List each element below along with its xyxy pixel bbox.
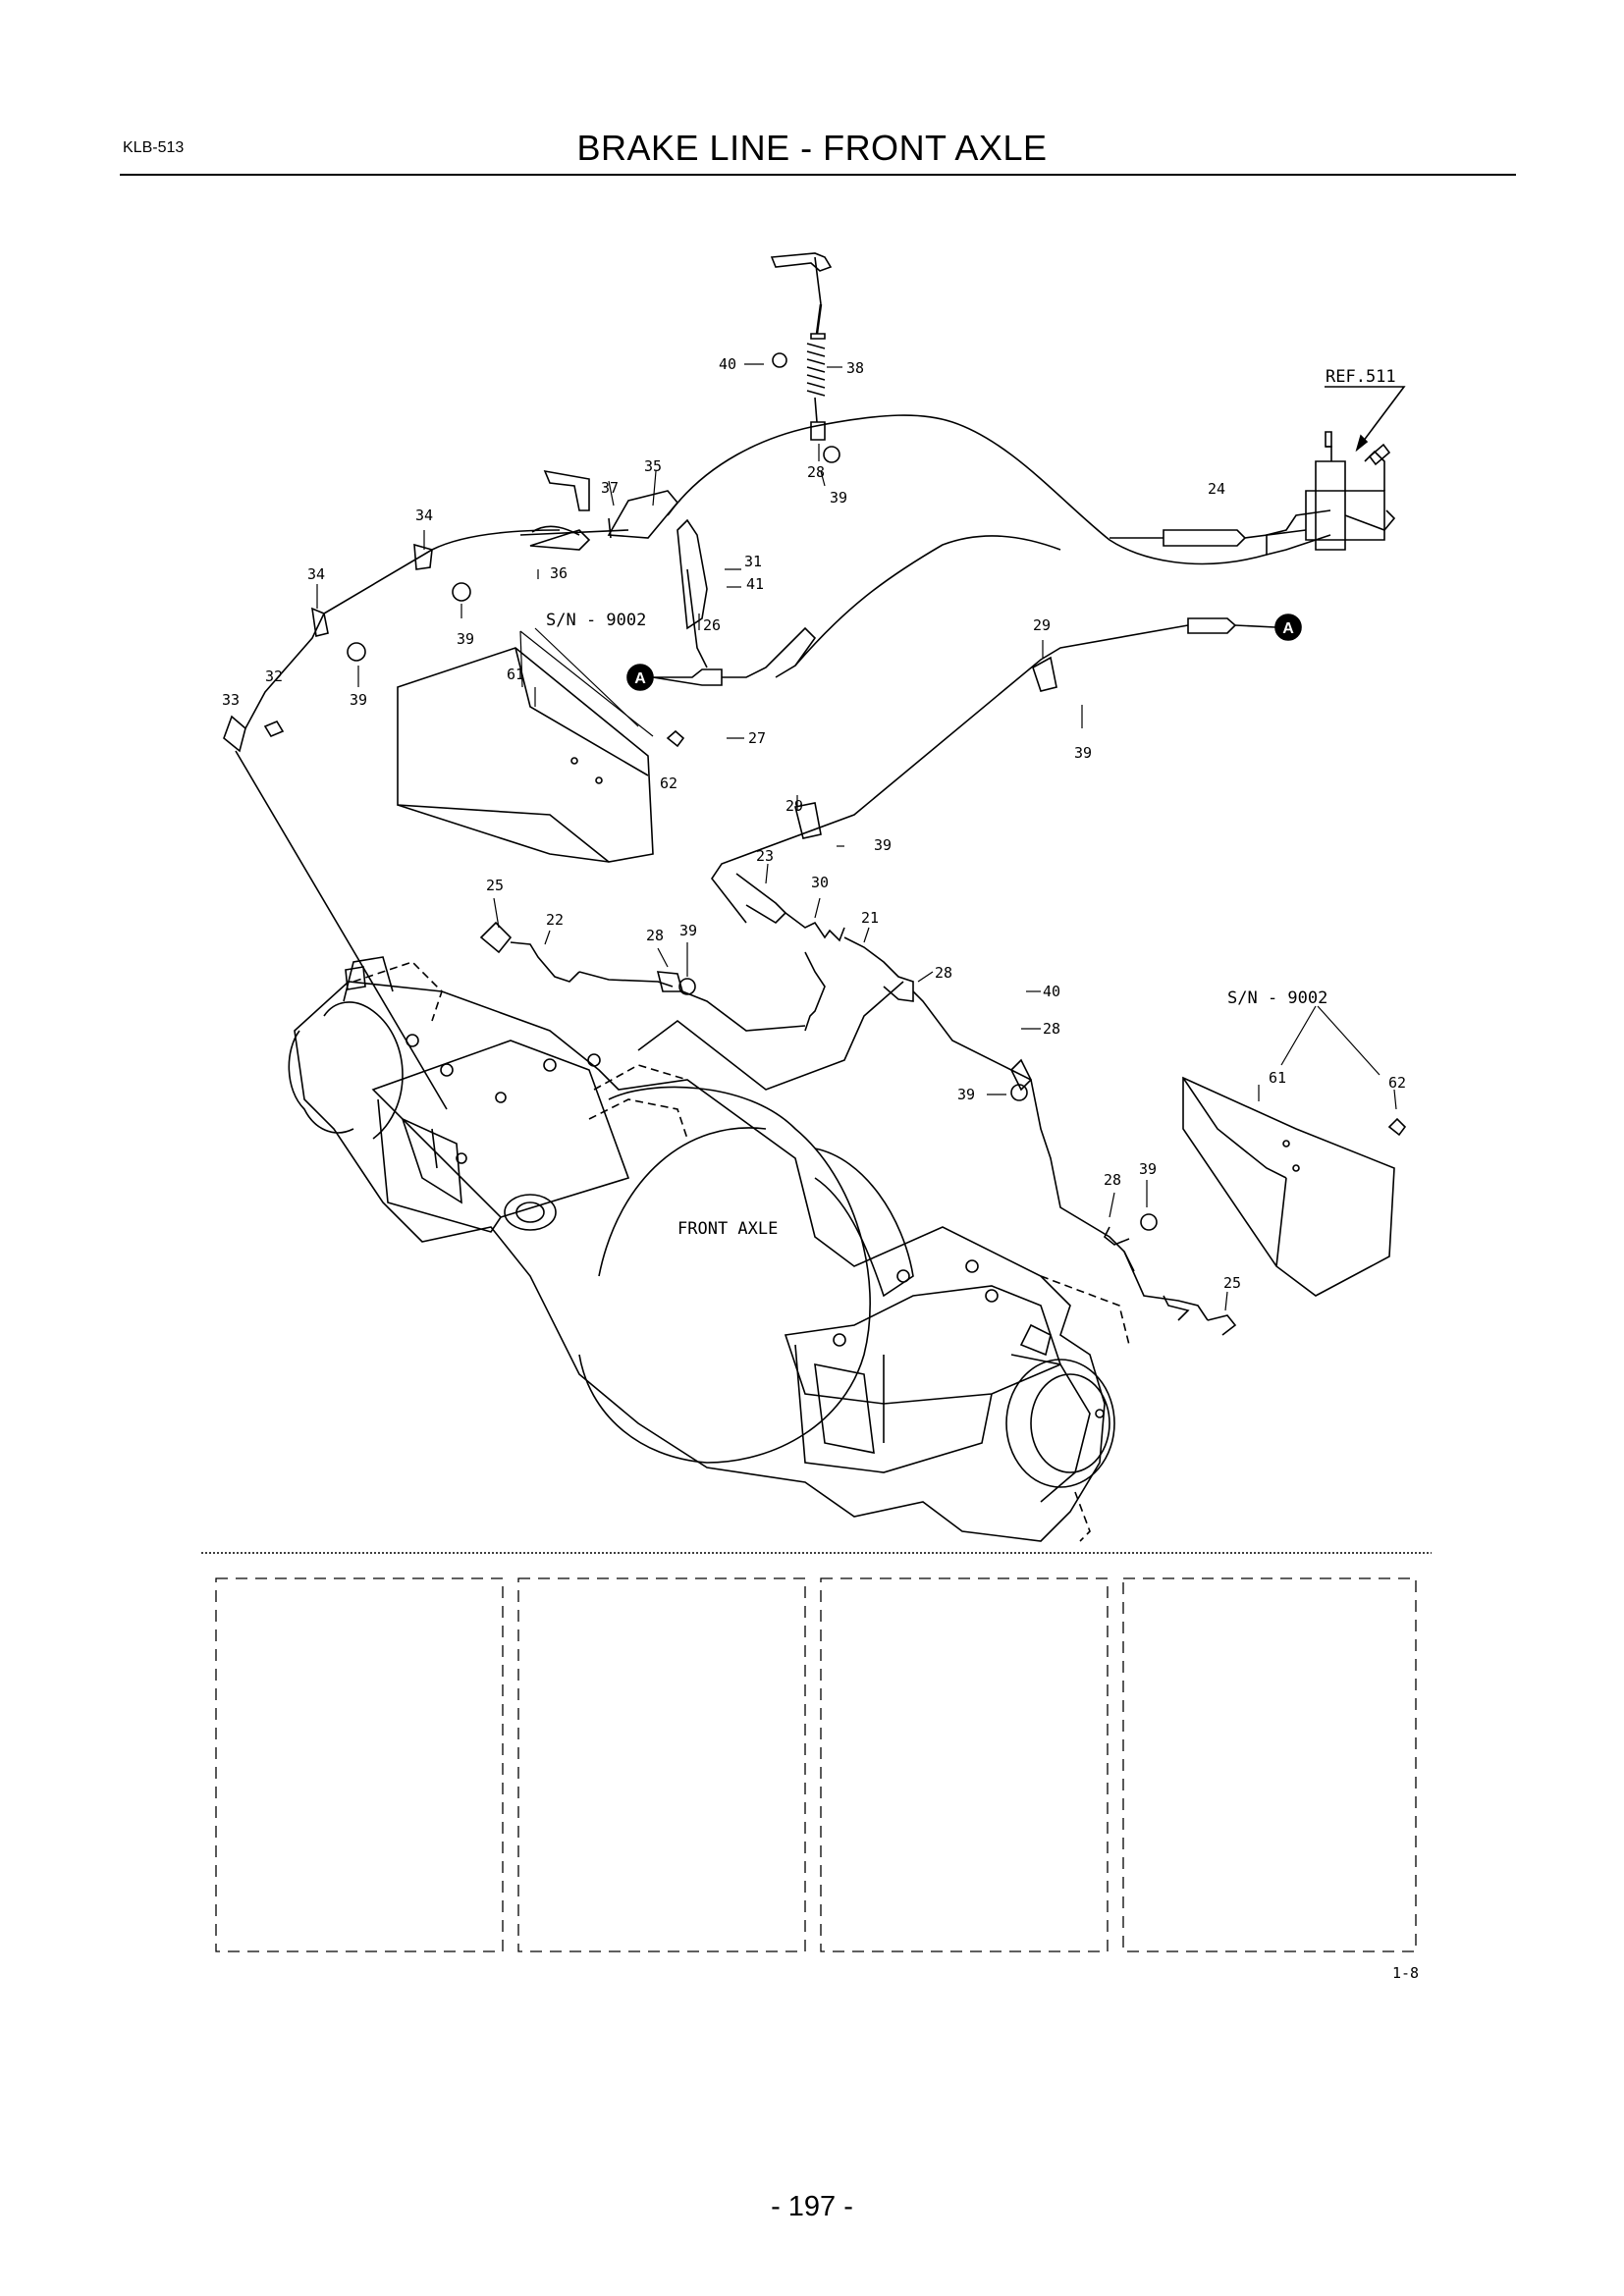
- callout-26: 26: [703, 616, 721, 634]
- callout-37: 37: [601, 479, 619, 497]
- callout-28: 28: [807, 463, 825, 481]
- leader-lines: [316, 363, 1397, 1311]
- callout-40: 40: [719, 355, 736, 373]
- callout-33: 33: [222, 691, 240, 709]
- callout-39-left-lower: 39: [350, 691, 367, 709]
- callout-38: 38: [846, 359, 864, 377]
- callout-25-left: 25: [486, 877, 504, 894]
- callout-30: 30: [811, 874, 829, 891]
- callout-22: 22: [546, 911, 564, 929]
- callout-31: 31: [744, 553, 762, 570]
- right-axle-hoses: [1103, 1213, 1237, 1336]
- callout-39-lower: 39: [957, 1086, 975, 1103]
- callout-39-left-upper: 39: [457, 630, 474, 648]
- callout-36: 36: [550, 564, 568, 582]
- callout-27: 27: [748, 729, 766, 747]
- connector-marker-left: A: [634, 670, 646, 687]
- page-number: - 197 -: [771, 2191, 853, 2222]
- front-axle-housing: [288, 956, 1130, 1542]
- header-rule: [120, 174, 1516, 176]
- callout-61-right: 61: [1269, 1069, 1286, 1087]
- callout-34-lower: 34: [307, 565, 325, 583]
- connector-marker-right: A: [1282, 620, 1294, 637]
- callout-28-left: 28: [646, 927, 664, 944]
- ref-label: REF.511: [1326, 367, 1396, 387]
- connector-a-left: [626, 518, 1061, 691]
- bracket-right: [1182, 1076, 1407, 1297]
- callout-34-upper: 34: [415, 507, 433, 524]
- page-title: BRAKE LINE - FRONT AXLE: [576, 128, 1048, 168]
- callout-24: 24: [1208, 480, 1225, 498]
- callout-29-lower: 29: [785, 797, 803, 815]
- callout-39-center: 39: [874, 836, 892, 854]
- callout-23: 23: [756, 847, 774, 865]
- front-hoses: [637, 873, 1135, 1272]
- callout-32: 32: [265, 667, 283, 685]
- brake-cable: [519, 414, 1268, 565]
- callout-39: 39: [830, 489, 847, 507]
- callout-62-right: 62: [1388, 1074, 1406, 1092]
- serial-label-right: S/N - 9002: [1227, 988, 1327, 1008]
- master-cylinder-assembly: [1110, 386, 1406, 557]
- callout-21: 21: [861, 909, 879, 927]
- callout-28-center: 28: [935, 964, 952, 982]
- callout-28-right: 28: [1104, 1171, 1121, 1189]
- callout-62-left: 62: [660, 774, 677, 792]
- callout-28-lower: 28: [1043, 1020, 1060, 1038]
- axle-label: FRONT AXLE: [677, 1219, 778, 1239]
- callout-41: 41: [746, 575, 764, 593]
- left-brake-line: [223, 529, 561, 1110]
- bracket-left: [397, 647, 685, 863]
- callout-25-right: 25: [1223, 1274, 1241, 1292]
- figure-code: 1-8: [1392, 1964, 1419, 1982]
- callout-61-left: 61: [507, 666, 524, 683]
- left-axle-hoses: [479, 921, 806, 1032]
- callout-39-right-upper: 39: [1074, 744, 1092, 762]
- callout-35: 35: [644, 457, 662, 475]
- callout-29-upper: 29: [1033, 616, 1051, 634]
- callout-40-lower: 40: [1043, 983, 1060, 1000]
- connector-a-right: [711, 614, 1302, 924]
- document-code: KLB-513: [123, 139, 185, 156]
- callout-39-right: 39: [1139, 1160, 1157, 1178]
- brake-pedal-linkage: [770, 252, 840, 463]
- serial-label-left: S/N - 9002: [546, 611, 646, 630]
- callout-39-left-axle: 39: [679, 922, 697, 939]
- notes-frame: [201, 1552, 1432, 1952]
